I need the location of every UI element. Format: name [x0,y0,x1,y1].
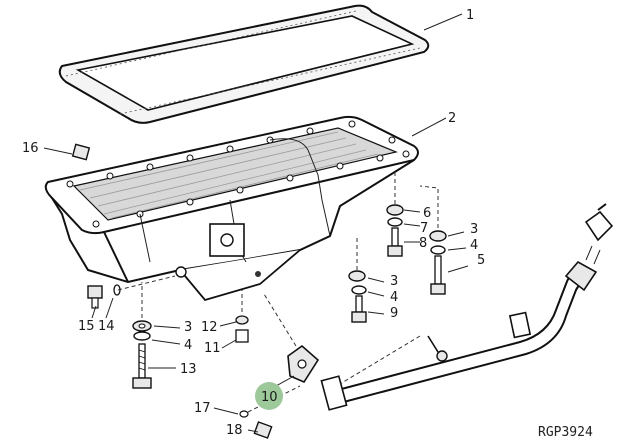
callout-4-right: 4 [470,238,478,253]
part-4-washer-left [133,331,151,341]
callout-17: 17 [194,401,211,416]
callout-15: 15 [78,319,95,334]
figure-reference-code: RGP3924 [538,425,593,440]
callout-8: 8 [419,236,427,251]
callout-3-right: 3 [470,222,478,237]
callout-3-left: 3 [184,320,192,335]
oil-pan-gasket [58,4,430,124]
callout-9: 9 [390,306,398,321]
part-11-plug [235,329,249,343]
part-13-bolt [132,343,152,389]
oil-pan [44,115,419,302]
part-10-gasket [287,344,320,384]
part-9-bolt [351,295,367,323]
part-17-oring [239,410,249,418]
callout-6: 6 [423,206,431,221]
part-3-washer-left [132,320,152,332]
part-3-washer-center [348,270,366,282]
callout-10: 10 [261,390,278,405]
callout-11: 11 [204,341,221,356]
callout-4-center: 4 [390,290,398,305]
part-8-bolt [387,227,403,257]
part-16-plug [43,143,91,161]
part-15-plug [87,285,103,309]
part-7-washer [387,217,403,227]
callout-16: 16 [22,141,39,156]
oil-tube-assembly [320,203,614,411]
part-6-washer [386,204,404,216]
callout-3-center: 3 [390,274,398,289]
callout-14: 14 [98,319,115,334]
callout-2: 2 [448,111,456,126]
callout-12: 12 [201,320,218,335]
part-4-washer-right [430,245,446,255]
callout-7: 7 [420,221,428,236]
part-18-plug [253,421,273,439]
callout-18: 18 [226,423,243,438]
callout-13: 13 [180,362,197,377]
callout-4-left: 4 [184,338,192,353]
part-12-washer [235,315,249,325]
callout-10-highlight [255,382,283,410]
part-3-washer-right [429,230,447,242]
part-4-washer-center [351,285,367,295]
callout-1: 1 [466,8,474,23]
part-5-bolt [430,255,446,295]
callout-5: 5 [477,253,485,268]
